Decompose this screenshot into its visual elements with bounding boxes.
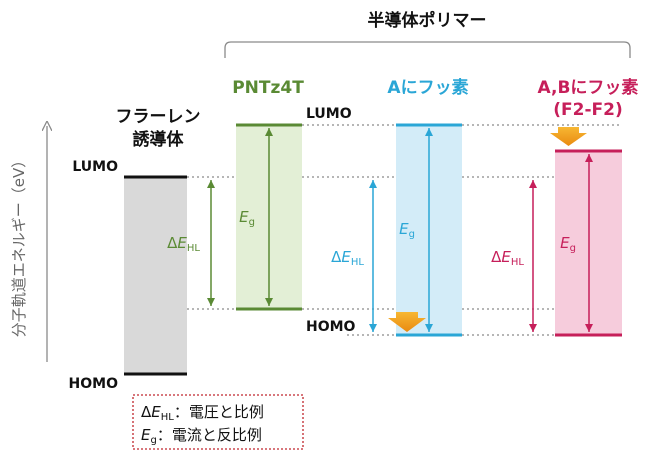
delta-e-hl-label-red: ΔEHL bbox=[491, 248, 524, 268]
eg-label-blue: Eg bbox=[399, 220, 415, 240]
eg-label-green: Eg bbox=[239, 208, 255, 228]
delta-e-hl-label-green: ΔEHL bbox=[167, 234, 200, 254]
fullerene-lumo-label: LUMO bbox=[72, 159, 118, 175]
energy-axis-label: 分子軌道エネルギー（eV） bbox=[10, 153, 28, 338]
pntz4t-title: PNTz4T bbox=[232, 78, 304, 98]
polymer-homo-label: HOMO bbox=[306, 319, 356, 335]
group-bracket bbox=[224, 41, 631, 58]
fullerene-bar bbox=[124, 177, 187, 374]
legend-line-eg: Eg：電流と反比例 bbox=[141, 426, 262, 446]
a-fluoro-title: Aにフッ素 bbox=[387, 78, 468, 98]
lumo-shift-arrow-ab bbox=[550, 127, 587, 146]
delta-e-hl-label-blue: ΔEHL bbox=[331, 248, 364, 268]
legend-line-delta-ehl: ΔEHL：電圧と比例 bbox=[141, 403, 264, 423]
polymer-lumo-label: LUMO bbox=[306, 106, 352, 122]
fullerene-title-line2: 誘導体 bbox=[133, 129, 185, 150]
fullerene-homo-label: HOMO bbox=[69, 376, 119, 392]
fullerene-title-line1: フラーレン bbox=[116, 107, 201, 127]
eg-label-red: Eg bbox=[560, 234, 576, 254]
ab-fluoro-title-line2: (F2-F2) bbox=[553, 100, 622, 120]
legend-box bbox=[132, 394, 304, 450]
homo-shift-arrow-a bbox=[388, 312, 426, 332]
group-title: 半導体ポリマー bbox=[368, 10, 487, 31]
ab-fluoro-title-line1: A,Bにフッ素 bbox=[538, 78, 639, 98]
